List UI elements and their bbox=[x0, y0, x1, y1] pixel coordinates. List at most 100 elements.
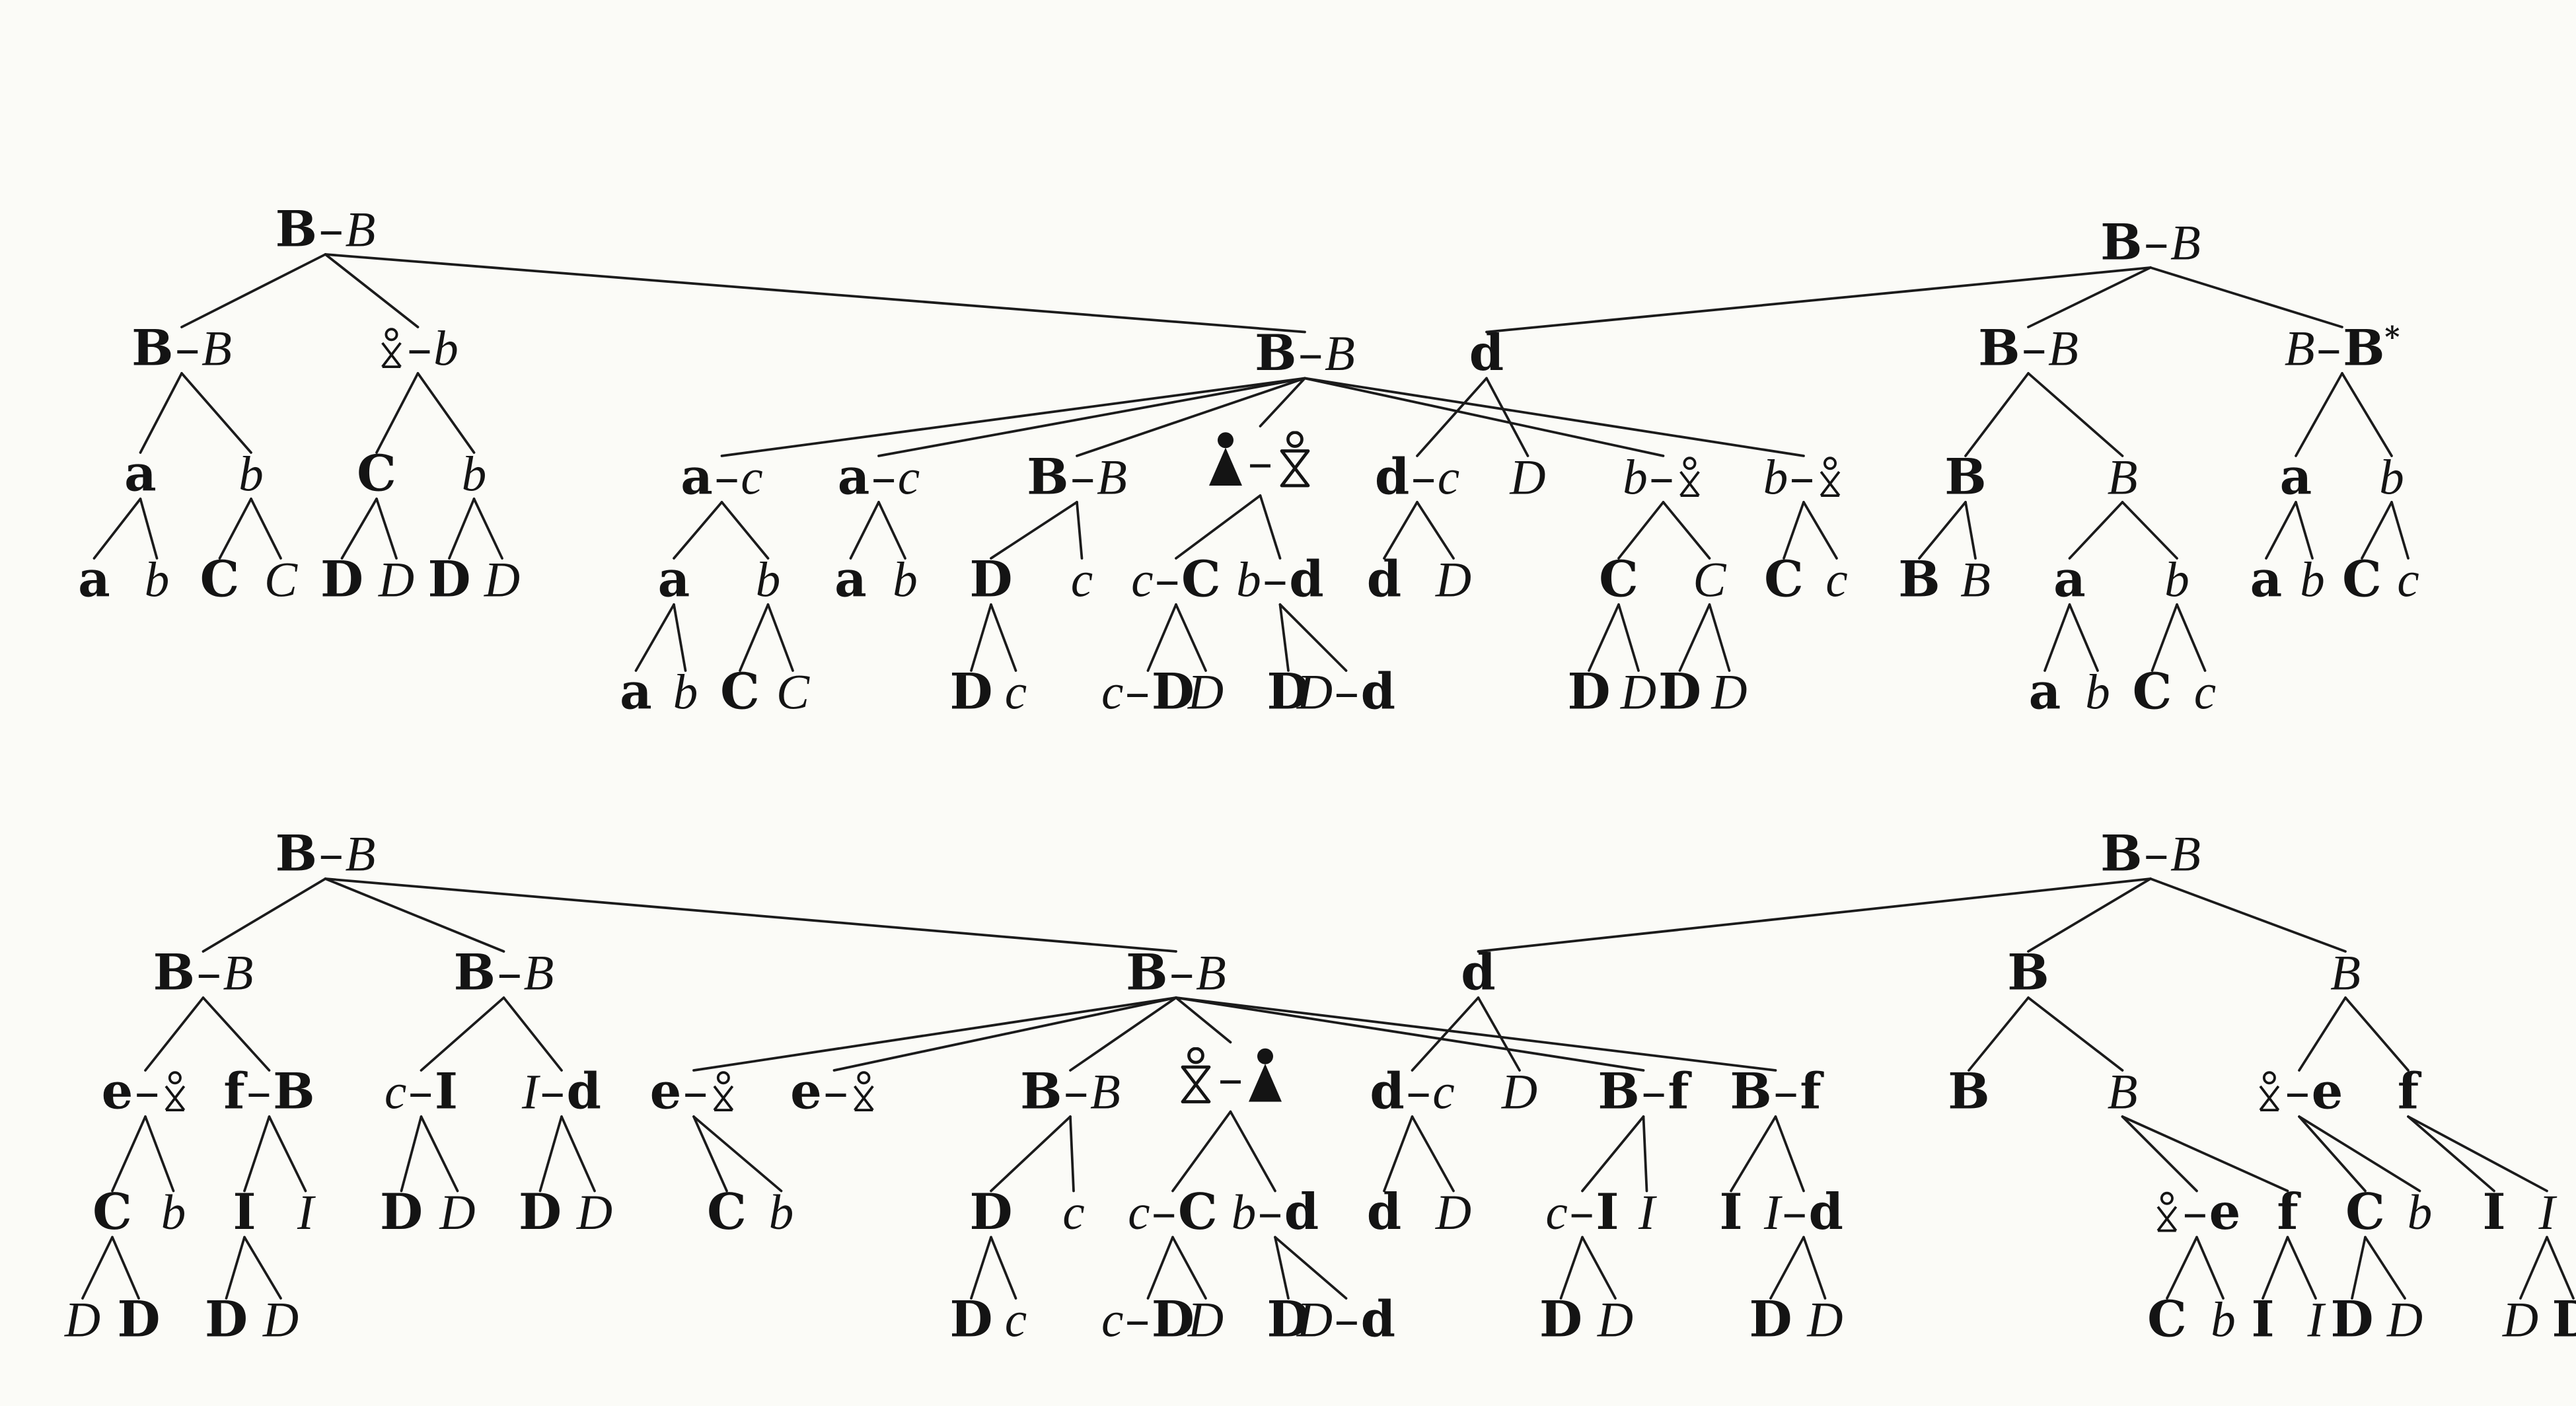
node-glyph-roman: C bbox=[720, 664, 760, 722]
node-glyph-script: b bbox=[2379, 451, 2404, 505]
node-glyph-dash: – bbox=[407, 320, 432, 379]
node-glyph-script: B bbox=[345, 827, 376, 882]
tree-edge bbox=[1802, 1236, 1827, 1300]
tree-node-tr4: B bbox=[2108, 453, 2138, 504]
tree-node-tl14: D bbox=[484, 556, 520, 607]
tree-edge bbox=[1477, 996, 1521, 1072]
person-figure-filled-icon bbox=[1209, 432, 1242, 486]
tree-edge bbox=[1304, 377, 1665, 457]
node-glyph-script: c bbox=[741, 451, 763, 505]
tree-node-n3: B–B bbox=[1020, 1064, 1121, 1122]
node-glyph-dash: – bbox=[1152, 1184, 1177, 1242]
tree-edge bbox=[692, 996, 1177, 1072]
node-glyph-script: D bbox=[1510, 451, 1546, 505]
tree-node-m4: – bbox=[1205, 431, 1316, 491]
node-glyph-dash: – bbox=[1247, 434, 1273, 492]
tree-edge bbox=[1918, 501, 1967, 560]
tree-edge bbox=[1485, 266, 2152, 334]
node-glyph-dash: – bbox=[1169, 945, 1195, 1003]
tree-node-m22: c bbox=[1825, 556, 1847, 607]
stick-figure-icon bbox=[1679, 457, 1700, 498]
node-glyph-dash: – bbox=[1064, 1064, 1089, 1122]
node-glyph-roman: B bbox=[1598, 1064, 1640, 1122]
node-glyph-roman: C bbox=[92, 1184, 132, 1242]
node-glyph-roman: e bbox=[101, 1064, 133, 1122]
tree-edge bbox=[1708, 603, 1731, 672]
tree-edge bbox=[1416, 501, 1455, 560]
node-glyph-script: c bbox=[1128, 1186, 1150, 1241]
node-glyph-roman: d bbox=[1808, 1184, 1843, 1242]
node-glyph-roman: B bbox=[1126, 945, 1168, 1003]
node-glyph-roman: d bbox=[1461, 945, 1496, 1003]
node-glyph-roman: a bbox=[2028, 664, 2061, 722]
person-figure-outline-icon bbox=[1181, 1047, 1211, 1103]
node-glyph-dash: – bbox=[2182, 1184, 2208, 1242]
tree-node-tr5: a bbox=[2280, 453, 2312, 504]
tree-node-br1: B bbox=[2007, 949, 2049, 1000]
tree-edge bbox=[2351, 1236, 2367, 1300]
tree-edge bbox=[2298, 1115, 2421, 1193]
tree-edge bbox=[1146, 1236, 1174, 1300]
tree-node-m15: c–C bbox=[1131, 556, 1221, 607]
tree-edge bbox=[2176, 603, 2207, 672]
node-glyph-roman: D bbox=[1567, 664, 1611, 722]
node-glyph-roman: I bbox=[1596, 1184, 1619, 1242]
tree-node-m16: b–d bbox=[1236, 552, 1324, 610]
tree-node-n18: I bbox=[1638, 1189, 1655, 1239]
tree-edge bbox=[990, 603, 1017, 672]
tree-edge bbox=[1383, 501, 1418, 560]
tree-edge bbox=[2519, 1236, 2548, 1300]
node-glyph-roman: B bbox=[1978, 320, 2020, 379]
tree-edge bbox=[111, 1236, 140, 1300]
node-glyph-roman: d bbox=[1289, 552, 1324, 610]
node-glyph-roman: B bbox=[1898, 552, 1940, 610]
tree-node-tr3: B bbox=[1944, 453, 1986, 504]
node-glyph-roman: D bbox=[1267, 1292, 1310, 1350]
node-glyph-script: I bbox=[522, 1065, 539, 1120]
tree-node-bl14: D bbox=[577, 1189, 612, 1239]
tree-edge bbox=[420, 1115, 459, 1193]
tree-edge bbox=[268, 1115, 307, 1193]
node-glyph-script: I bbox=[2307, 1293, 2324, 1348]
node-glyph-script: b bbox=[2085, 665, 2110, 720]
tree-node-br15: I bbox=[2251, 1296, 2274, 1347]
node-glyph-sup: * bbox=[2384, 322, 2400, 355]
tree-node-n23: c–D bbox=[1101, 1296, 1195, 1347]
tree-edge bbox=[92, 498, 142, 560]
tree-edge bbox=[2546, 1236, 2575, 1300]
tree-node-bl12: D bbox=[439, 1189, 475, 1239]
tree-node-m31: D bbox=[1267, 668, 1309, 719]
node-glyph-dash: – bbox=[540, 1064, 566, 1122]
node-glyph-roman: D bbox=[949, 664, 993, 722]
node-glyph-roman: B bbox=[1255, 325, 1297, 383]
node-glyph-roman: f bbox=[2277, 1184, 2299, 1242]
node-glyph-script: b bbox=[2300, 553, 2325, 608]
tree-edge bbox=[2027, 996, 2124, 1072]
tree-edge bbox=[2407, 1115, 2495, 1193]
tree-edge bbox=[1304, 377, 1805, 457]
node-glyph-script: b bbox=[161, 1186, 186, 1241]
node-glyph-script: B bbox=[2107, 1065, 2138, 1120]
node-glyph-script: B bbox=[2330, 946, 2361, 1001]
node-glyph-script: B bbox=[2170, 827, 2201, 882]
node-glyph-dash: – bbox=[1257, 1184, 1283, 1242]
node-glyph-script: D bbox=[1435, 553, 1472, 608]
tree-node-tr11: a bbox=[2250, 556, 2283, 607]
tree-node-tl6: b bbox=[462, 450, 487, 501]
tree-edge bbox=[1581, 1115, 1645, 1193]
tree-edge bbox=[448, 498, 476, 560]
tree-node-md: d bbox=[1469, 330, 1504, 380]
node-glyph-script: D bbox=[1296, 1293, 1333, 1348]
tree-edge bbox=[2121, 501, 2178, 560]
tree-edge bbox=[180, 253, 327, 328]
tree-node-n16: D bbox=[1436, 1189, 1471, 1239]
tree-node-n22: c bbox=[1005, 1296, 1027, 1347]
node-glyph-roman: D bbox=[204, 1292, 248, 1350]
tree-node-br10: b bbox=[2408, 1189, 2433, 1239]
node-glyph-dash: – bbox=[871, 449, 897, 507]
node-glyph-roman: I bbox=[1719, 1184, 1743, 1242]
tree-node-m10: b bbox=[756, 556, 781, 607]
tree-edge bbox=[1175, 603, 1207, 672]
tree-edge bbox=[400, 1115, 423, 1193]
tree-edge bbox=[202, 877, 327, 953]
